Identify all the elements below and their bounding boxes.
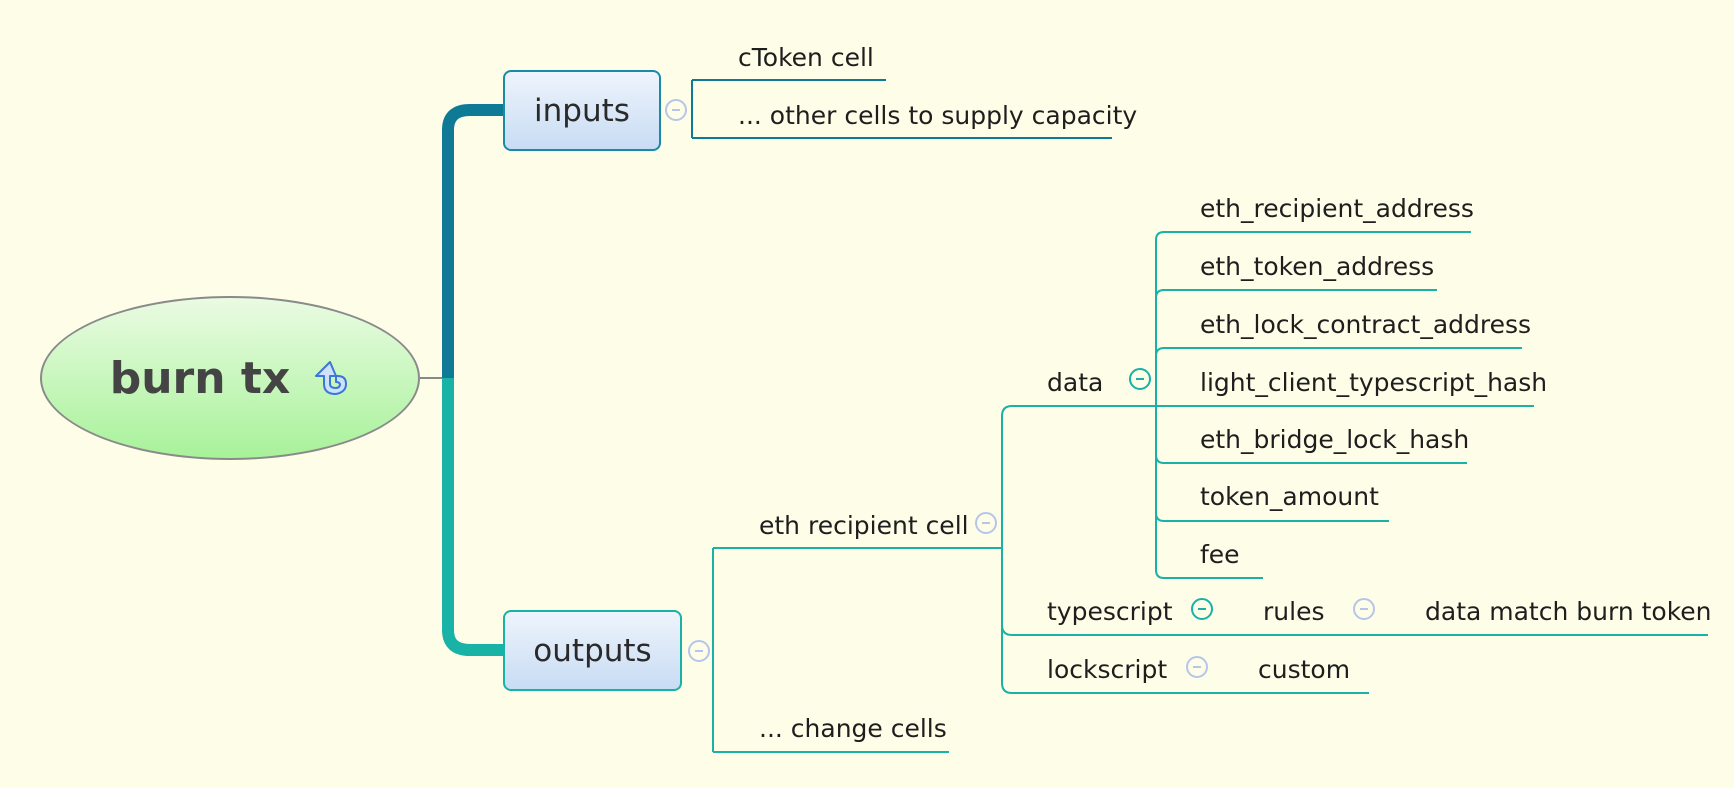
- rules-label[interactable]: rules: [1263, 597, 1325, 626]
- outputs-node[interactable]: outputs: [503, 610, 682, 691]
- lockscript-custom[interactable]: custom: [1258, 655, 1351, 684]
- inputs-child-ctoken-cell[interactable]: cToken cell: [738, 43, 874, 72]
- outputs-connectors: [712, 231, 1708, 753]
- outputs-collapse-toggle[interactable]: [688, 640, 710, 662]
- inputs-child-other-cells[interactable]: ... other cells to supply capacity: [738, 101, 1138, 130]
- field-eth-bridge-lock-hash[interactable]: eth_bridge_lock_hash: [1200, 425, 1470, 454]
- field-fee[interactable]: fee: [1200, 540, 1240, 569]
- typescript-label[interactable]: typescript: [1047, 597, 1173, 626]
- change-cells-label[interactable]: ... change cells: [759, 714, 947, 743]
- root-node[interactable]: burn tx: [40, 296, 420, 460]
- field-eth-lock-contract-address[interactable]: eth_lock_contract_address: [1200, 310, 1532, 339]
- trunk-outputs: [442, 378, 503, 656]
- field-light-client-typescript-hash[interactable]: light_client_typescript_hash: [1200, 368, 1548, 397]
- rules-collapse-toggle[interactable]: [1353, 598, 1375, 620]
- inputs-node[interactable]: inputs: [503, 70, 661, 151]
- eth-recipient-cell-collapse-toggle[interactable]: [975, 512, 997, 534]
- root-label: burn tx: [109, 352, 291, 404]
- field-eth-recipient-address[interactable]: eth_recipient_address: [1200, 194, 1474, 223]
- inputs-collapse-toggle[interactable]: [665, 99, 687, 121]
- data-label[interactable]: data: [1047, 368, 1104, 397]
- field-token-amount[interactable]: token_amount: [1200, 482, 1379, 511]
- typescript-collapse-toggle[interactable]: [1191, 598, 1213, 620]
- inputs-label: inputs: [534, 92, 630, 129]
- outputs-label: outputs: [533, 632, 652, 669]
- lockscript-collapse-toggle[interactable]: [1186, 656, 1208, 678]
- trunk-inputs: [442, 104, 503, 378]
- refresh-arrow-icon: [315, 361, 348, 395]
- inputs-connectors: [691, 79, 1112, 139]
- data-collapse-toggle[interactable]: [1129, 368, 1151, 390]
- rule-data-match-burn-token[interactable]: data match burn token: [1425, 597, 1712, 626]
- eth-recipient-cell-label[interactable]: eth recipient cell: [759, 511, 969, 540]
- lockscript-label[interactable]: lockscript: [1047, 655, 1168, 684]
- field-eth-token-address[interactable]: eth_token_address: [1200, 252, 1435, 281]
